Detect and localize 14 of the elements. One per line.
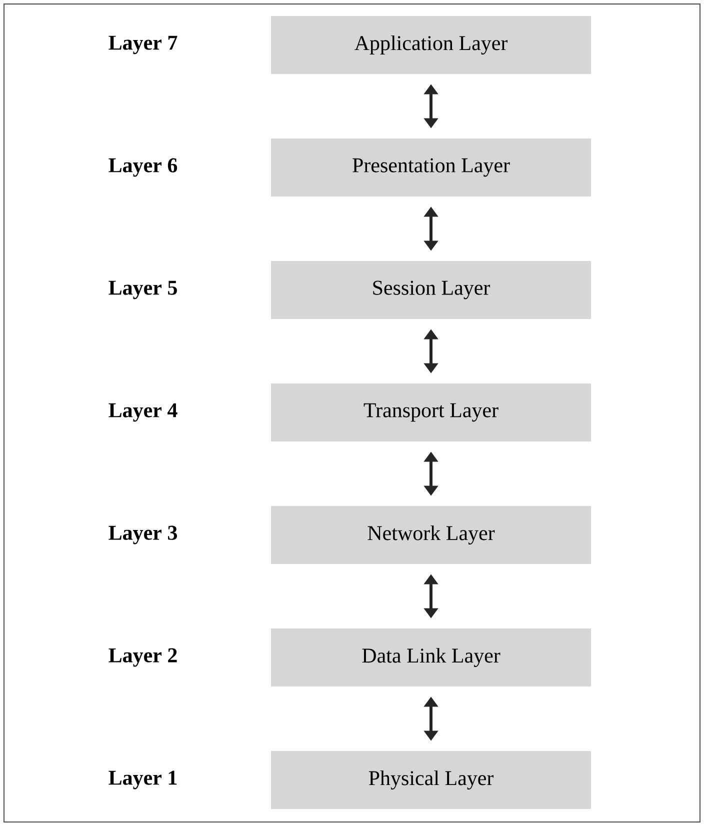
layer-box: Transport Layer <box>271 384 591 442</box>
layer-number: Layer 4 <box>108 403 178 422</box>
layer-number: Layer 5 <box>108 280 177 300</box>
layer-box: Presentation Layer <box>271 138 591 196</box>
layer-number: Layer 2 <box>108 648 177 667</box>
layer-box: Session Layer <box>271 261 591 319</box>
layer-number: Layer 6 <box>108 158 178 177</box>
layer-number: Layer 3 <box>108 526 177 544</box>
layer-number: Layer 1 <box>108 770 177 790</box>
layer-box: Application Layer <box>271 16 591 74</box>
layer-box: Data Link Layer <box>271 628 591 686</box>
layer-box: Network Layer <box>271 506 591 564</box>
layer-box: Physical Layer <box>271 751 591 809</box>
layer-number: Layer 7 <box>108 36 178 54</box>
